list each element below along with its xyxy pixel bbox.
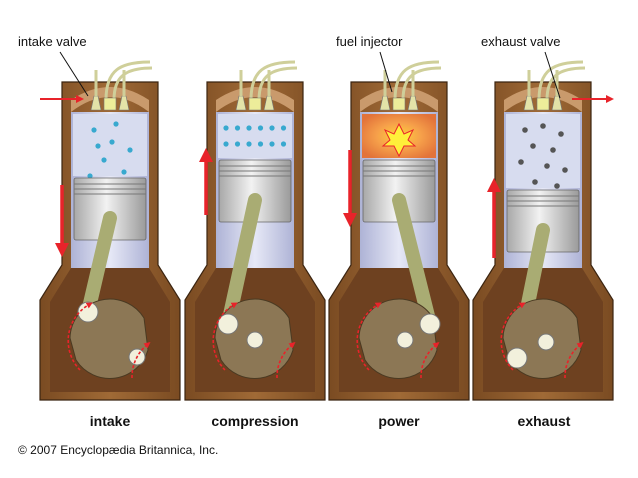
fuel-air-particle (246, 125, 252, 131)
exhaust-particle (562, 167, 568, 173)
rotation-arrow (564, 342, 584, 379)
stage-label-intake: intake (89, 413, 131, 429)
valve-head (263, 95, 275, 111)
injector-tip (248, 97, 262, 111)
connecting-rod (81, 211, 117, 319)
rotation-arrow (500, 302, 526, 371)
crank-pin (506, 347, 528, 369)
fuel-injector-leader (379, 51, 393, 93)
fuel-line (401, 66, 442, 101)
exhaust-particle (530, 143, 536, 149)
stage-label-power: power (378, 413, 420, 429)
engine-exhaust (472, 60, 614, 401)
fuel-air-particle (91, 127, 97, 133)
connecting-rod (392, 193, 437, 331)
fuel-air-particle (234, 141, 241, 147)
crankshaft-journal (246, 331, 264, 349)
engine-power (328, 60, 470, 401)
cylinder-head (71, 87, 149, 112)
cylinder-head (360, 87, 438, 112)
fuel-air-particle (113, 121, 119, 127)
fuel-injector-label: fuel injector (336, 34, 403, 49)
cylinder-head (216, 87, 294, 112)
fuel-line (249, 60, 296, 101)
fuel-line (104, 60, 151, 101)
injector-tip (392, 97, 406, 111)
intake-valve-leader (59, 51, 89, 97)
fuel-line (537, 60, 584, 101)
fuel-air-particle (127, 147, 133, 153)
valve-head (379, 95, 391, 111)
engine-compression (184, 60, 326, 401)
cylinder-head (504, 87, 582, 112)
exhaust-particle (532, 179, 538, 185)
exhaust-particle (554, 183, 560, 189)
rotation-arrow (276, 342, 296, 379)
fuel-line (393, 60, 440, 101)
fuel-air-particle (121, 169, 127, 175)
stage-label-compression: compression (211, 413, 299, 429)
valve-head (235, 95, 247, 111)
fuel-line (257, 66, 298, 101)
crankshaft-journal (537, 333, 555, 351)
exhaust-particle (558, 131, 564, 137)
fuel-line (545, 66, 586, 101)
rotation-arrow (67, 302, 93, 371)
fuel-air-particle (234, 125, 241, 131)
rotation-arrow (356, 302, 382, 371)
injector-tip (103, 97, 117, 111)
exhaust-valve-label: exhaust valve (481, 34, 561, 49)
exhaust-particle (550, 147, 556, 153)
crank-pin (77, 301, 99, 323)
stage-label-exhaust: exhaust (517, 413, 571, 429)
exhaust-valve-leader (544, 51, 561, 99)
fuel-air-particle (269, 141, 275, 147)
crank-pin (217, 313, 239, 335)
chamber-gas (73, 114, 147, 176)
fuel-air-particle (257, 125, 264, 131)
rotation-arrow (420, 342, 440, 379)
fuel-air-particle (223, 141, 229, 147)
exhaust-particle (544, 163, 550, 169)
valve-head (523, 95, 535, 111)
fuel-air-particle (223, 125, 229, 131)
valve-head (407, 95, 419, 111)
injector-tip (536, 97, 550, 111)
fuel-air-particle (246, 141, 252, 147)
exhaust-particle (540, 123, 546, 129)
crankshaft-journal (396, 331, 414, 349)
exhaust-particle (518, 159, 524, 165)
fuel-air-particle (101, 157, 107, 163)
rotation-arrow (131, 342, 151, 379)
fuel-air-particle (95, 143, 101, 149)
copyright-notice: © 2007 Encyclopædia Britannica, Inc. (18, 443, 219, 457)
fuel-air-particle (280, 141, 287, 147)
fuel-air-particle (257, 141, 264, 147)
valve-head (90, 95, 102, 111)
fuel-air-particle (87, 173, 93, 179)
valve-head (118, 95, 130, 111)
exhaust-particle (522, 127, 528, 133)
fuel-air-particle (280, 125, 287, 131)
intake-valve-label: intake valve (18, 34, 87, 49)
crank-pin (419, 313, 441, 335)
chamber-gas (218, 114, 292, 158)
fuel-air-particle (269, 125, 275, 131)
rotation-arrow (212, 302, 238, 371)
fuel-line (112, 66, 153, 101)
fuel-air-particle (109, 139, 115, 145)
spark-burst (381, 122, 417, 158)
engine-intake (39, 60, 181, 401)
